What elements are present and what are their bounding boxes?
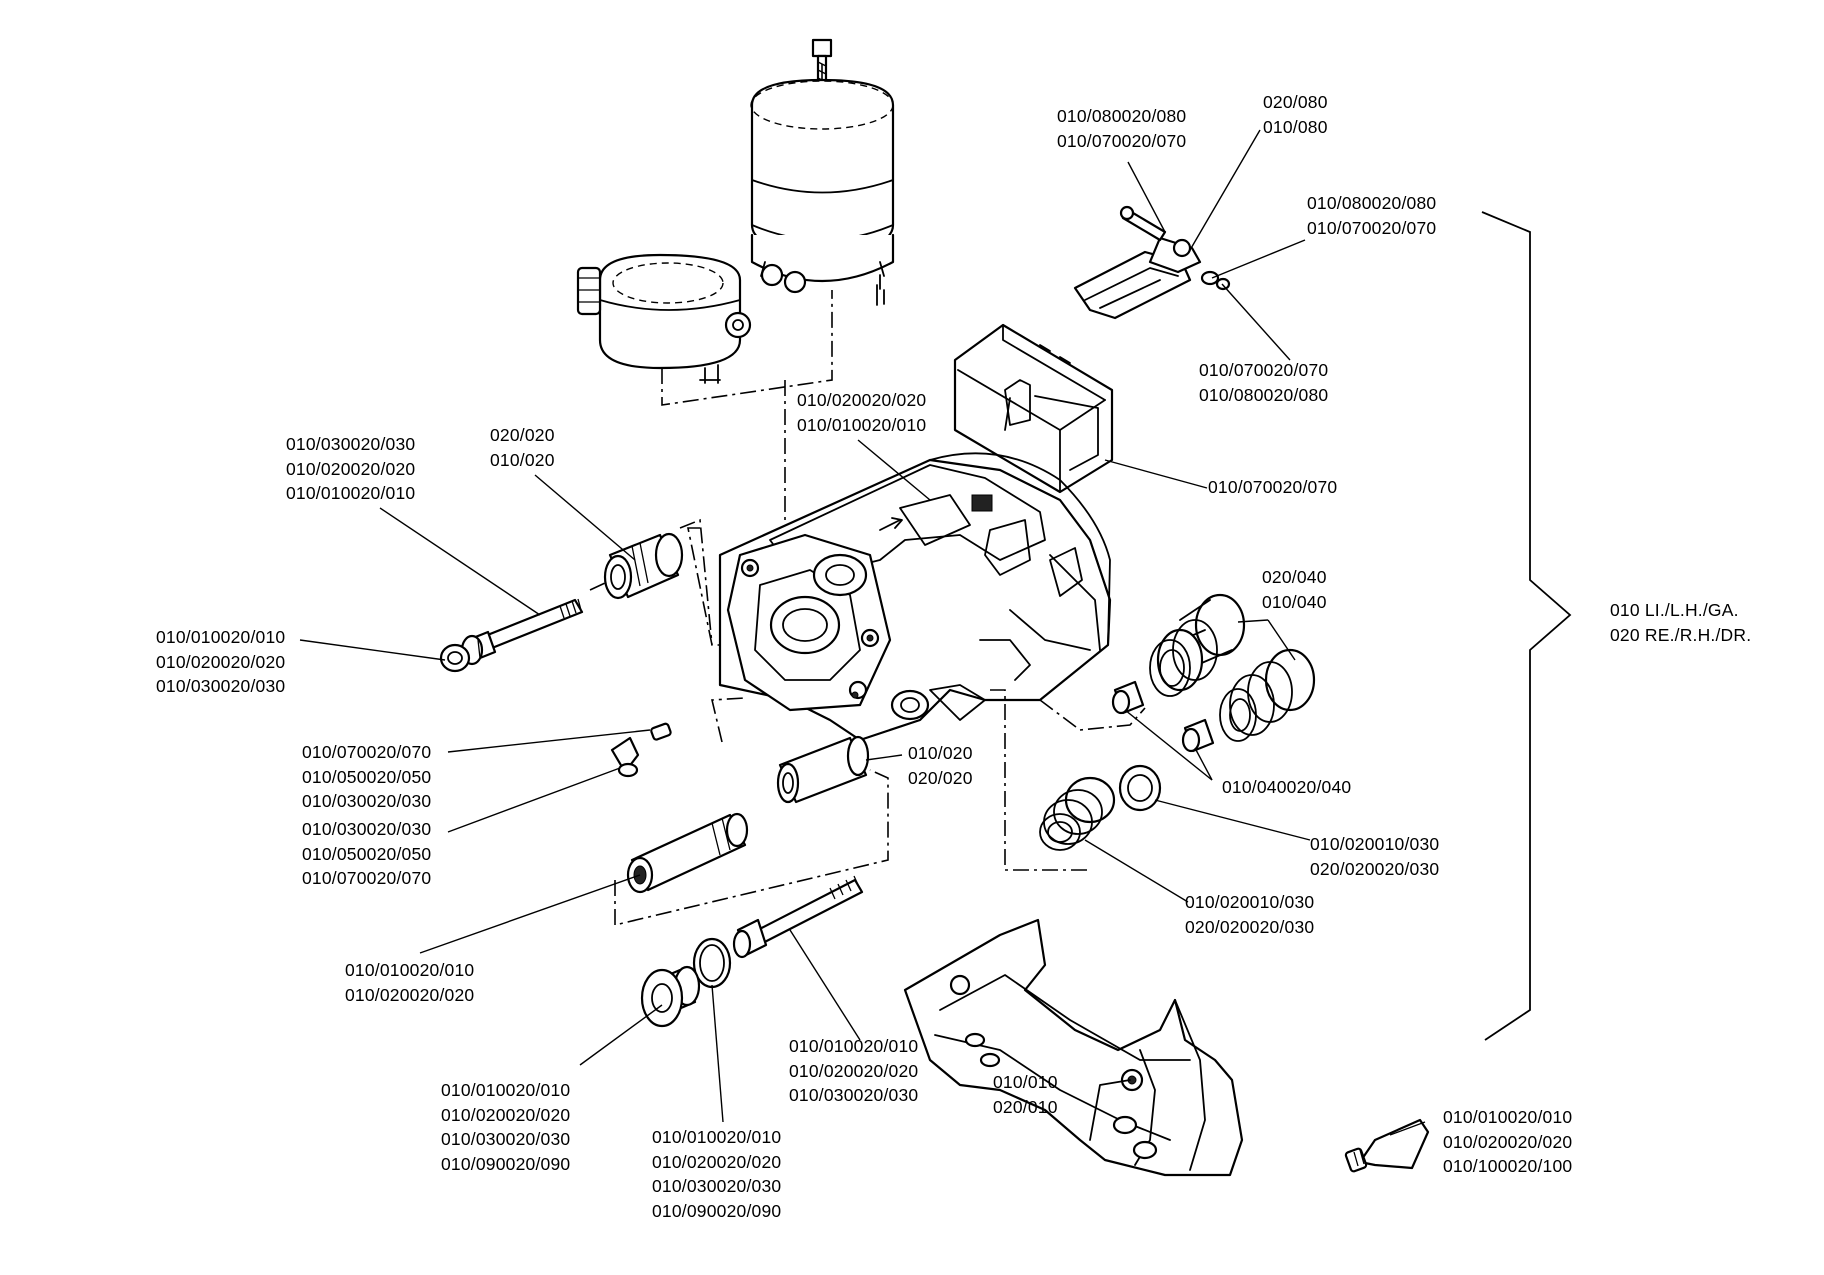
caliper-housing [718, 452, 1112, 742]
right-boot-upper [1149, 593, 1246, 697]
small-brake-chamber [576, 253, 752, 384]
lower-pin-bolt [732, 875, 864, 959]
grease-nipple [610, 722, 672, 778]
rubber-boot-sleeve [626, 812, 749, 894]
right-boot-lower [1219, 648, 1316, 742]
grease-tube [1344, 1118, 1430, 1173]
guide-bushing [603, 532, 684, 600]
caliper-carrier [903, 918, 1244, 1177]
guide-sleeve [776, 735, 870, 804]
leader-lines [299, 129, 1311, 1123]
brake-chamber [750, 38, 895, 306]
guide-pin-bolt [439, 598, 584, 673]
assembly-brace [1481, 211, 1572, 1041]
middle-boot [1039, 764, 1162, 851]
right-bushes [1111, 680, 1215, 753]
brake-pad [953, 323, 1114, 494]
callout-c06: 010/070020/070 [1208, 477, 1338, 497]
pad-retainer-clip [1073, 205, 1231, 320]
side-note: 010 LI./L.H./GA.020 RE./R.H./DR. [1610, 600, 1752, 645]
guide-bush [640, 965, 701, 1028]
callout-c11: 010/040020/040 [1222, 777, 1352, 797]
